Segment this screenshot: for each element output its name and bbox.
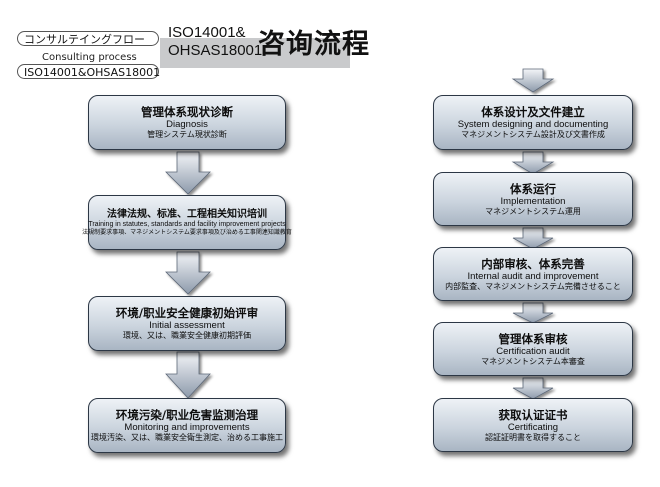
down-arrow-icon [511,68,555,93]
step-title-jp: 環境汚染、又は、職業安全衛生測定、治める工事施工 [91,433,283,442]
standard-tag-label: ISO14001&OHSAS18001 [24,66,161,79]
step-title-jp: マネジメントシステム設計及び文書作成 [461,130,605,139]
step-title-en: Certification audit [496,345,570,357]
down-arrow-icon [512,302,554,324]
consult-jp-label: コンサルテイングフロー [24,33,145,46]
step-certificating: 获取认证证书 Certificating 認証証明書を取得すること [433,398,633,452]
step-system-design: 体系设计及文件建立 System designing and documenti… [433,95,633,150]
step-title-en: System designing and documenting [457,119,609,130]
step-title-en: Certificating [507,421,559,433]
step-title-jp: 環境、又は、職業安全健康初期評価 [123,331,251,340]
step-title-en: Initial assessment [149,320,225,331]
step-title-zh: 法律法规、标准、工程相关知识培训 [107,208,267,220]
step-title-zh: 获取认证证书 [498,407,568,422]
step-title-en: Diagnosis [166,119,208,130]
step-title-zh: 管理体系现状诊断 [141,105,233,119]
iso-heading: ISO14001& OHSAS18001 [168,24,262,60]
step-title-zh: 体系设计及文件建立 [481,105,585,119]
down-arrow-icon [165,351,211,399]
step-title-en: Internal audit and improvement [467,270,599,282]
consult-en-label: Consulting process [42,52,137,63]
step-diagnosis: 管理体系现状诊断 Diagnosis 管理システム現状診断 [88,95,286,150]
step-title-jp: 管理システム現状診断 [147,130,227,139]
step-title-en: Implementation [500,195,566,207]
iso-line-2: OHSAS18001 [168,42,263,59]
step-title-jp: 法規制要求事項、マネジメントシステム要求事項及び治める工事関連知識教育 [82,228,292,236]
iso-line-1: ISO14001& [168,24,246,41]
step-title-zh: 环境污染/职业危害监测治理 [115,408,259,422]
consult-jp-pill: コンサルテイングフロー [17,31,159,46]
step-title-jp: 認証証明書を取得すること [485,432,581,442]
down-arrow-icon [511,151,555,175]
step-title-en: Monitoring and improvements [124,422,250,433]
down-arrow-icon [512,227,554,250]
step-implementation: 体系运行 Implementation マネジメントシステム運用 [433,172,633,226]
page-title: 咨询流程 [258,29,370,60]
step-title-jp: マネジメントシステム運用 [485,206,581,216]
standard-tag-pill: ISO14001&OHSAS18001 [17,64,161,79]
header-grey-bar [160,38,350,68]
step-title-jp: マネジメントシステム本審査 [481,356,585,366]
step-internal-audit: 内部审核、体系完善 Internal audit and improvement… [433,247,633,301]
step-title-zh: 体系运行 [510,181,556,196]
down-arrow-icon [512,377,554,400]
step-training: 法律法规、标准、工程相关知识培训 Training in statutes, s… [82,195,292,250]
down-arrow-icon [165,251,211,295]
step-certification-audit: 管理体系审核 Certification audit マネジメントシステム本審査 [433,322,633,376]
down-arrow-icon [165,151,211,195]
step-title-jp: 内部監査、マネジメントシステム完備させること [445,281,621,291]
step-title-zh: 环境/职业安全健康初始评审 [115,306,259,320]
step-initial-assessment: 环境/职业安全健康初始评审 Initial assessment 環境、又は、職… [88,296,286,351]
step-monitoring: 环境污染/职业危害监测治理 Monitoring and improvement… [88,398,286,453]
step-title-zh: 管理体系审核 [498,331,568,346]
step-title-zh: 内部审核、体系完善 [481,256,585,271]
step-title-en: Training in statutes, standards and faci… [88,220,286,228]
